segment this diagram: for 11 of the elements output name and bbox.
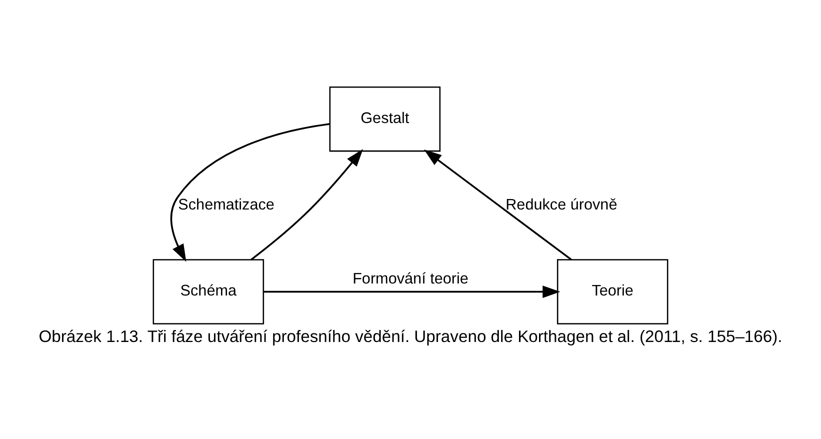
edge-label: Formování teorie	[352, 270, 468, 288]
arrow	[170, 123, 330, 262]
arrow	[250, 149, 364, 260]
node-box: Gestalt	[329, 86, 441, 152]
edge-label: Redukce úrovně	[506, 196, 618, 214]
arrow	[264, 286, 560, 298]
node-box: Teorie	[556, 259, 668, 324]
edge-label: Schematizace	[178, 196, 274, 214]
node-box: Schéma	[152, 259, 264, 324]
caption: Obrázek 1.13. Tři fáze utváření profesního vědění. Upraveno dle Korthagen et al. (2011, s. 155–166).	[38, 327, 782, 346]
arrow	[424, 150, 572, 260]
